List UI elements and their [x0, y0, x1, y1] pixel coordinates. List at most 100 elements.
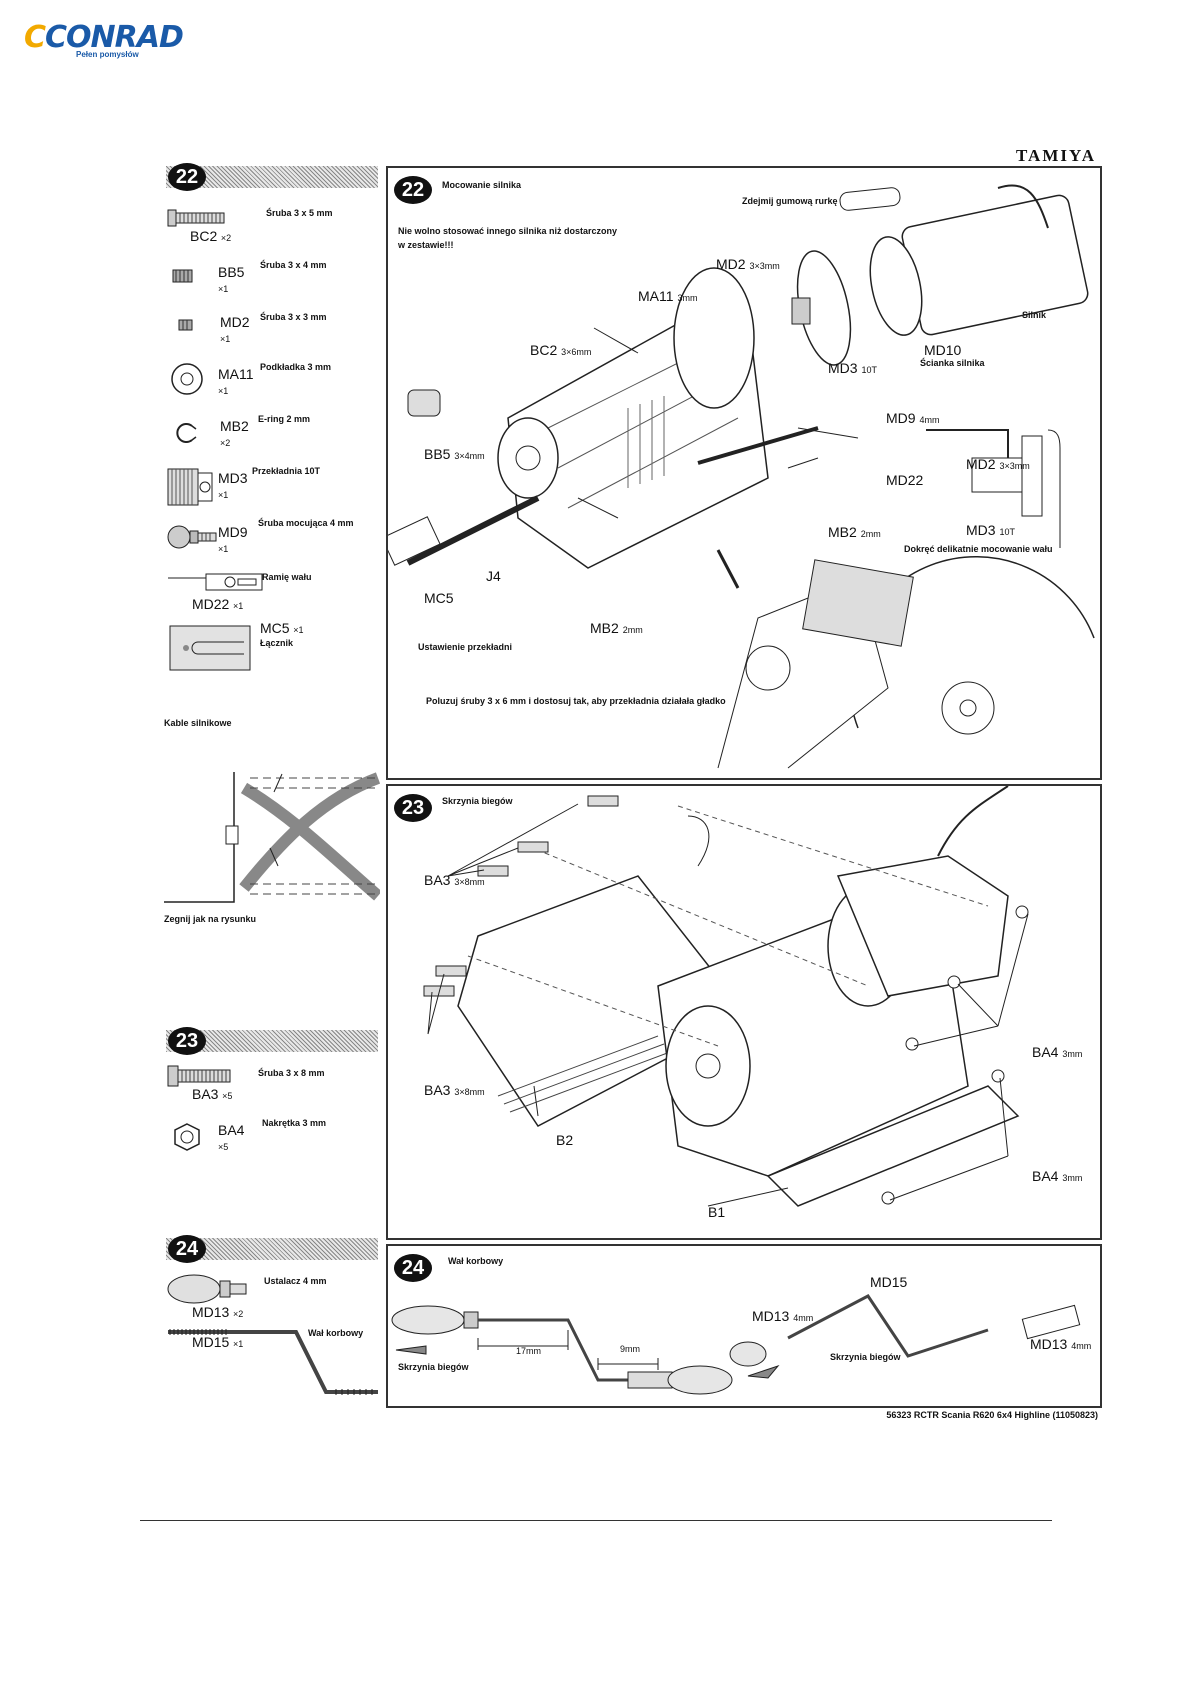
gear-md3-icon [167, 468, 213, 506]
loosen-note: Poluzuj śruby 3 x 6 mm i dostosuj tak, a… [426, 696, 726, 706]
panel22-warning-2: w zestawie!!! [398, 240, 454, 250]
part-mc5: MC5 ×1 [260, 620, 304, 636]
part-mb2-desc: E-ring 2 mm [258, 414, 311, 424]
part-md22-desc: Ramię wału [262, 572, 312, 582]
tighten-note: Dokręć delikatnie mocowanie wału [904, 544, 1053, 554]
inset-md3-callout: MD3 10T [966, 522, 1015, 538]
part-ba4-desc: Nakrętka 3 mm [262, 1118, 327, 1128]
cables-note: Zegnij jak na rysunku [164, 914, 257, 924]
footer-rule [140, 1520, 1052, 1521]
md22-callout: MD22 [886, 472, 924, 488]
ba4-bottom-callout: BA4 3mm [1032, 1168, 1083, 1184]
md15-callout: MD15 [870, 1274, 908, 1290]
motor-label: Silnik [1022, 310, 1047, 320]
part-md9: MD9×1 [218, 524, 248, 554]
bb5-callout: BB5 3×4mm [424, 446, 485, 462]
part-md3: MD3×1 [218, 470, 248, 500]
part-ba3-desc: Śruba 3 x 8 mm [258, 1068, 325, 1078]
gearbox-assembly-drawing [423, 786, 1029, 1207]
gear-adjust-title: Ustawienie przekładni [418, 642, 513, 652]
part-mb2: MB2×2 [220, 418, 249, 448]
part-md9-desc: Śruba mocująca 4 mm [258, 518, 354, 528]
ba4-right-callout: BA4 3mm [1032, 1044, 1083, 1060]
part-bb5-desc: Śruba 3 x 4 mm [260, 260, 327, 270]
tamiya-brand: TAMIYA [1015, 146, 1096, 168]
mb2-callout-bottom: MB2 2mm [590, 620, 643, 636]
shaft-arm-md22-icon [168, 573, 263, 591]
md13-right-callout: MD13 4mm [1030, 1336, 1092, 1352]
bc2-callout: BC2 3×6mm [530, 342, 592, 358]
part-ma11-desc: Podkładka 3 mm [260, 362, 332, 372]
logo-c: C [24, 20, 46, 55]
cable-bend-diagram [164, 772, 380, 903]
step22-badge: 22 [168, 163, 206, 191]
inset-md2-callout: MD2 3×3mm [966, 456, 1030, 472]
panel24-title: Wał korbowy [448, 1256, 504, 1266]
part-md13-desc: Ustalacz 4 mm [264, 1276, 327, 1286]
panel-step24 [386, 1244, 1102, 1408]
gearbox-label-right: Skrzynia biegów [830, 1352, 901, 1362]
part-ba4: BA4×5 [218, 1122, 245, 1152]
logo-tagline: Pełen pomysłów [76, 50, 139, 59]
remove-tube-label: Zdejmij gumową rurkę [742, 196, 838, 206]
motor-wall-label: Ścianka silnika [920, 358, 985, 368]
step23-header-bar [166, 1030, 378, 1052]
part-md13: MD13 ×2 [192, 1304, 244, 1320]
dim-17mm: 17mm [516, 1346, 542, 1356]
part-ma11: MA11×1 [218, 366, 254, 396]
coupler-mc5-icon [169, 625, 251, 671]
md9-callout: MD9 4mm [886, 410, 940, 426]
panel23-title: Skrzynia biegów [442, 796, 513, 806]
ma11-callout: MA11 3mm [638, 288, 698, 304]
screw-bb5-icon [172, 269, 193, 283]
logo-text: CONRAD [45, 20, 184, 55]
nut-ba4-icon [174, 1123, 200, 1151]
part-bb5: BB5×1 [218, 264, 245, 294]
panel22-warning-1: Nie wolno stosować innego silnika niż do… [398, 226, 618, 236]
part-md22: MD22 ×1 [192, 596, 244, 612]
gearbox-label-left: Skrzynia biegów [398, 1362, 469, 1372]
part-md3-desc: Przekładnia 10T [252, 466, 321, 476]
model-footer: 56323 RCTR Scania R620 6x4 Highline (110… [886, 1410, 1098, 1420]
ba3-left-callout: BA3 3×8mm [424, 1082, 485, 1098]
part-bc2-desc: Śruba 3 x 5 mm [266, 208, 333, 218]
part-md2: MD2×1 [220, 314, 250, 344]
md10-callout: MD10 [924, 342, 962, 358]
crankshaft-md15-icon [168, 1329, 378, 1395]
step24-badge: 24 [168, 1235, 206, 1263]
motor-mount-drawing [388, 184, 1095, 769]
ba3-top-callout: BA3 3×8mm [424, 872, 485, 888]
panel24-badge: 24 [394, 1254, 432, 1282]
b1-callout: B1 [708, 1204, 726, 1220]
washer-ma11-icon [171, 363, 203, 395]
mc5-callout: MC5 [424, 590, 454, 606]
md13-left-callout: MD13 4mm [752, 1308, 814, 1324]
e-ring-mb2-icon [176, 423, 197, 443]
screw-ba3-icon [167, 1065, 231, 1087]
ball-screw-md9-icon [167, 525, 217, 549]
step22-header-bar [166, 166, 378, 188]
part-mc5-desc: Łącznik [260, 638, 294, 648]
dim-9mm: 9mm [620, 1344, 640, 1354]
panel22-title: Mocowanie silnika [442, 180, 522, 190]
part-md2-desc: Śruba 3 x 3 mm [260, 312, 327, 322]
b2-callout: B2 [556, 1132, 574, 1148]
part-bc2: BC2 ×2 [190, 228, 232, 244]
conrad-logo: CCONRAD [24, 20, 184, 55]
part-md15: MD15 ×1 [192, 1334, 244, 1350]
panel23-badge: 23 [394, 794, 432, 822]
mb2-callout-right: MB2 2mm [828, 524, 881, 540]
crankshaft-drawing [391, 1294, 1081, 1395]
step23-badge: 23 [168, 1027, 206, 1055]
step24-header-bar [166, 1238, 378, 1260]
part-ba3: BA3 ×5 [192, 1086, 233, 1102]
cables-title: Kable silnikowe [164, 718, 232, 728]
part-md15-desc: Wał korbowy [308, 1328, 364, 1338]
retainer-md13-icon [167, 1274, 247, 1304]
screw-md2-icon [178, 319, 193, 331]
md3-callout: MD3 10T [828, 360, 877, 376]
j4-callout: J4 [486, 568, 501, 584]
panel22-badge: 22 [394, 176, 432, 204]
md2-callout: MD2 3×3mm [716, 256, 780, 272]
screw-bc2-icon [167, 209, 225, 227]
